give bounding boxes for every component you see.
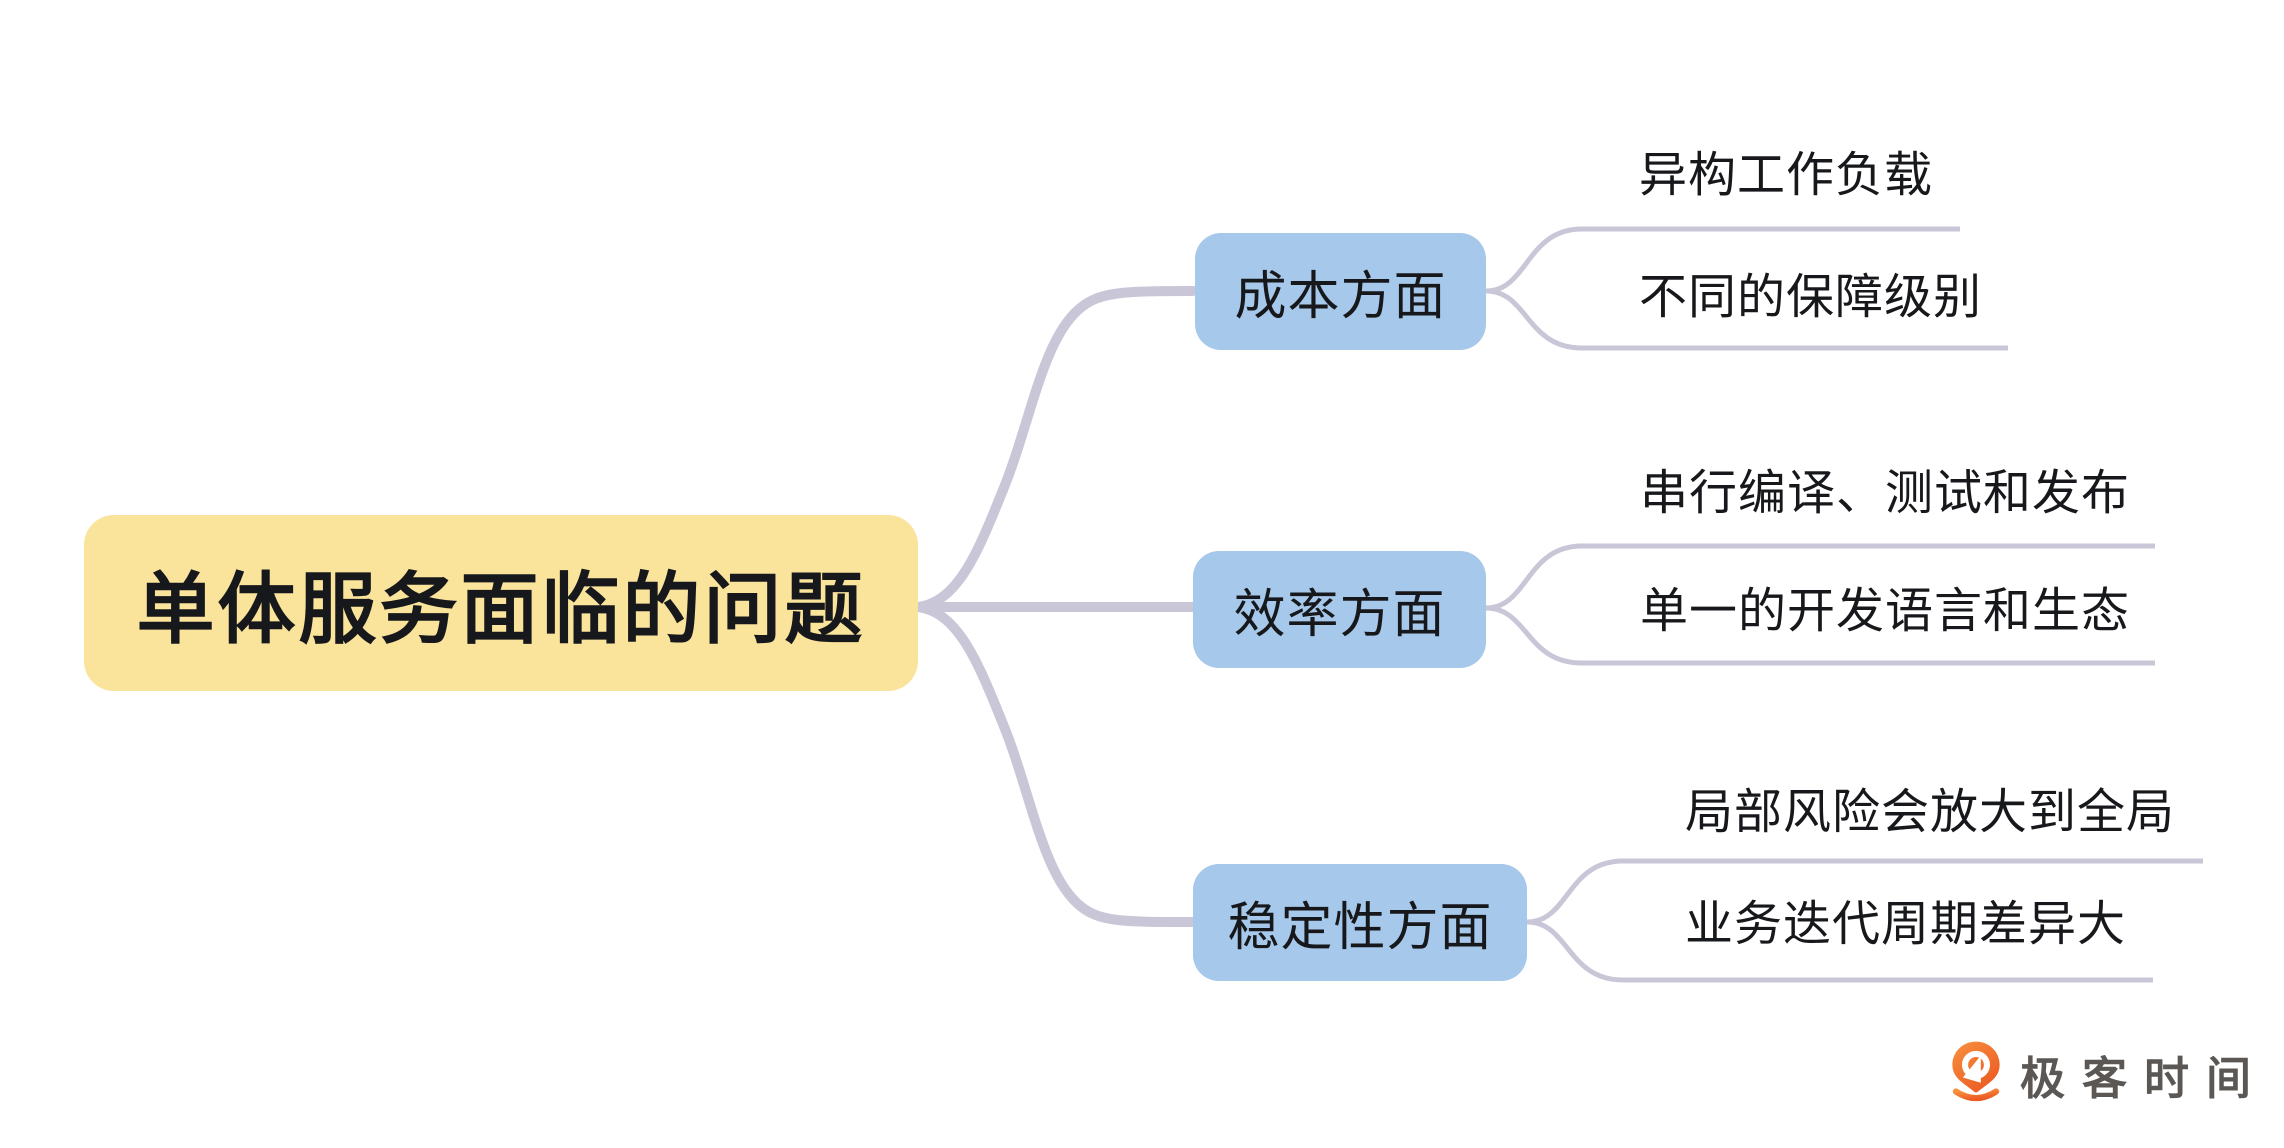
leaf-line (1485, 226, 1960, 294)
branch-node-cost[interactable]: 成本方面 (1195, 233, 1486, 350)
geektime-logo-icon (1952, 1041, 2000, 1102)
geektime-logo: 极客时间 (1948, 1038, 2268, 1110)
leaf-line (1526, 919, 2153, 983)
leaf-node[interactable]: 串行编译、测试和发布 (1640, 467, 2131, 520)
leaf-node[interactable]: 异构工作负载 (1639, 149, 1934, 202)
leaf-node[interactable]: 业务迭代周期差异大 (1685, 898, 2127, 951)
branch-line-bottom (913, 602, 1198, 927)
leaf-line (1526, 858, 2203, 925)
root-node[interactable]: 单体服务面临的问题 (84, 515, 918, 691)
branch-node-efficiency[interactable]: 效率方面 (1193, 551, 1486, 668)
leaf-line (1485, 288, 2008, 351)
branch-node-stability[interactable]: 稳定性方面 (1193, 864, 1527, 981)
leaf-node[interactable]: 不同的保障级别 (1639, 271, 1983, 324)
leaf-node[interactable]: 局部风险会放大到全局 (1685, 786, 2176, 839)
leaf-node[interactable]: 单一的开发语言和生态 (1640, 585, 2131, 638)
leaf-line (1485, 543, 2155, 611)
geektime-logo-text: 极客时间 (2020, 1052, 2269, 1104)
branch-line-top (913, 286, 1198, 612)
leaf-line (1485, 605, 2155, 666)
